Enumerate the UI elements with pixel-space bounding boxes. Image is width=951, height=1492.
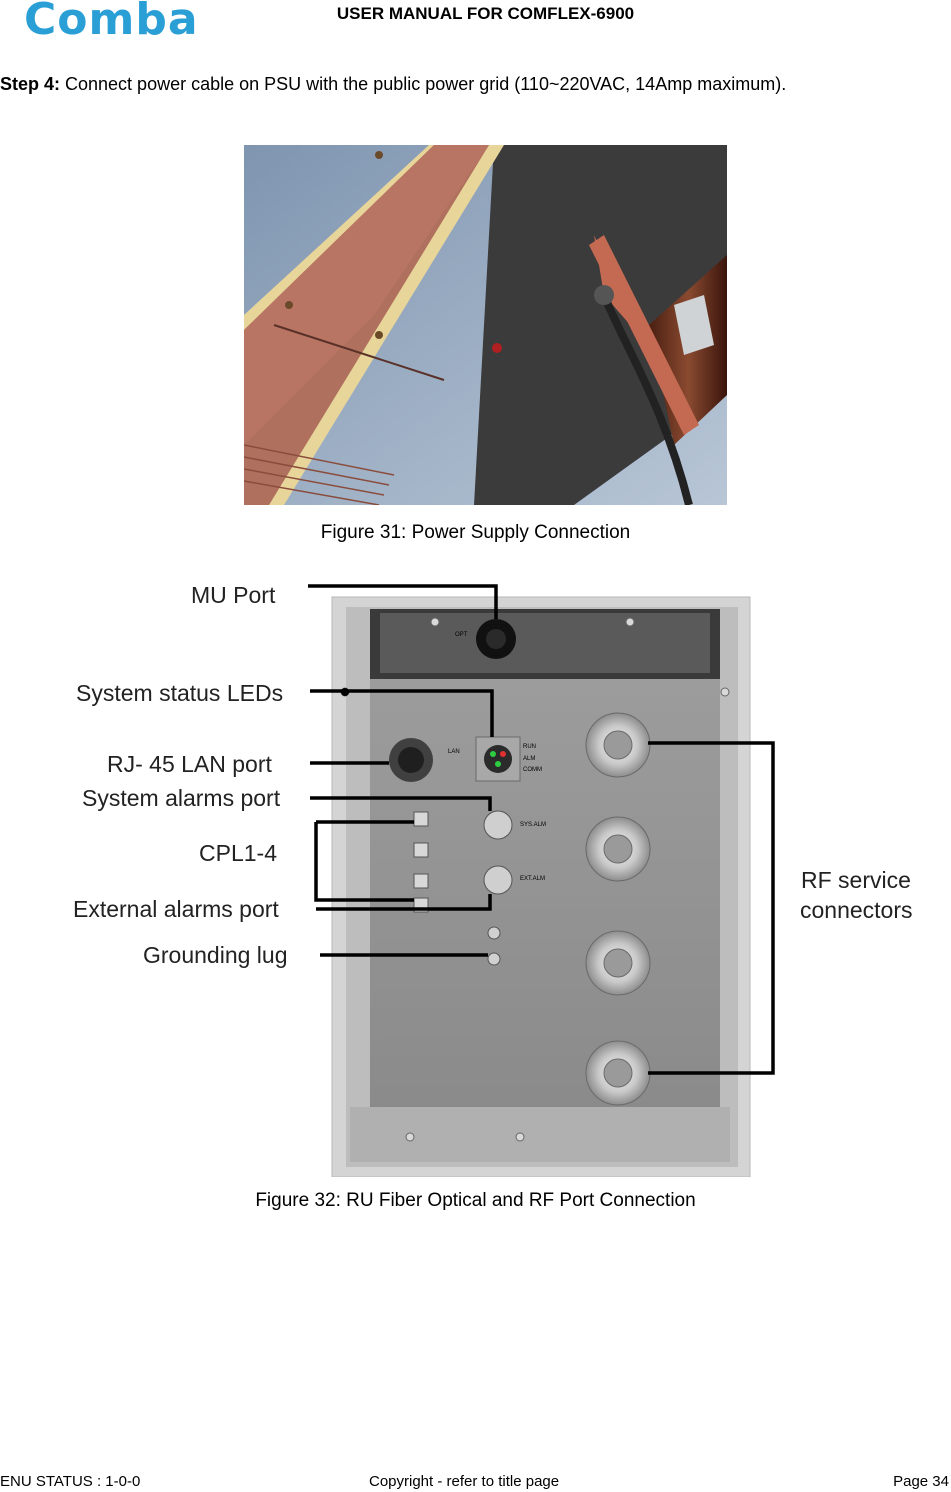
comba-logo: Comba: [24, 0, 199, 45]
footer-status: ENU STATUS : 1-0-0: [0, 1473, 141, 1490]
document-title: USER MANUAL FOR COMFLEX-6900: [336, 4, 635, 23]
ru-port-panel-illustration: [308, 584, 775, 1177]
panel-label-run: RUN: [523, 744, 536, 750]
step-4-paragraph: Step 4: Connect power cable on PSU with …: [0, 74, 786, 95]
panel-label-comm: COMM: [523, 767, 542, 773]
panel-label-ext-alm: EXT.ALM: [520, 876, 546, 882]
panel-label-alm: ALM: [523, 756, 536, 762]
callout-cpl: CPL1-4: [199, 840, 277, 866]
footer-copyright: Copyright - refer to title page: [369, 1473, 560, 1490]
callout-grounding-lug: Grounding lug: [143, 942, 288, 968]
callout-system-status-leds: System status LEDs: [76, 680, 284, 706]
power-supply-connection-illustration: [244, 145, 727, 505]
figure-31-caption: Figure 31: Power Supply Connection: [320, 522, 631, 543]
step-label: Step 4:: [0, 74, 61, 94]
panel-label-opt: OPT: [455, 632, 468, 638]
figure-32-caption: Figure 32: RU Fiber Optical and RF Port …: [255, 1190, 696, 1211]
callout-external-alarms-port: External alarms port: [73, 896, 279, 922]
callout-rj45-lan-port: RJ- 45 LAN port: [107, 751, 272, 777]
panel-label-lan: LAN: [448, 749, 460, 755]
step-text: Connect power cable on PSU with the publ…: [60, 74, 787, 94]
callout-rf-service-line2: connectors: [800, 897, 913, 923]
panel-label-sys-alm: SYS.ALM: [520, 822, 547, 828]
callout-rf-service-line1: RF service: [801, 867, 911, 893]
footer-page-number: Page 34: [893, 1473, 949, 1490]
callout-system-alarms-port: System alarms port: [82, 785, 281, 811]
callout-mu-port: MU Port: [191, 582, 276, 608]
